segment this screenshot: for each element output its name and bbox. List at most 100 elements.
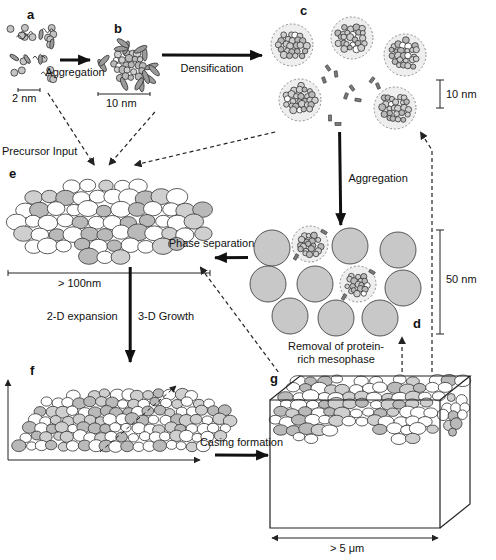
particle-shape xyxy=(389,47,394,52)
particle-shape xyxy=(45,440,56,449)
panel-letter: f xyxy=(30,364,34,378)
particle-shape xyxy=(11,69,18,76)
particle-shape xyxy=(306,251,312,257)
feedback-arrow xyxy=(134,132,275,165)
particle-shape xyxy=(47,202,65,216)
particle-shape xyxy=(450,418,462,430)
particle-shape xyxy=(78,201,99,217)
particle-shape xyxy=(181,397,192,406)
particle-shape xyxy=(380,232,416,268)
particle-shape xyxy=(287,53,293,59)
particle-shape xyxy=(272,298,308,334)
edge-label: Aggregation xyxy=(45,66,104,79)
stage-panel: g xyxy=(268,372,473,532)
casing-box xyxy=(270,376,470,400)
process-arrow xyxy=(340,132,341,225)
particle-shape xyxy=(97,251,113,263)
particle-shape xyxy=(306,233,311,238)
particle-shape xyxy=(144,202,162,216)
particle-shape xyxy=(133,44,148,55)
protein-shape xyxy=(355,98,361,102)
particle-shape xyxy=(67,406,78,415)
panel-letter: c xyxy=(300,4,307,18)
protein-shape xyxy=(321,229,328,235)
scale-bracket xyxy=(98,92,150,96)
particle-shape xyxy=(119,76,129,91)
particle-shape xyxy=(37,238,57,254)
panel-letter: g xyxy=(270,372,278,386)
particle-shape xyxy=(49,39,54,49)
particle-shape xyxy=(250,266,286,302)
particle-shape xyxy=(147,64,160,77)
particle-shape xyxy=(297,42,303,48)
particle-shape xyxy=(133,77,145,92)
protein-shape xyxy=(341,294,347,301)
feedback-arrow xyxy=(109,112,155,165)
particle-shape xyxy=(341,34,347,40)
process-arrow xyxy=(215,256,248,259)
particle-shape xyxy=(138,241,154,254)
particle-shape xyxy=(42,190,58,202)
stage-panel: d xyxy=(248,225,423,337)
particle-shape xyxy=(190,414,202,424)
particle-shape xyxy=(332,228,368,264)
particle-shape xyxy=(356,417,368,426)
particle-shape xyxy=(322,425,338,436)
particle-shape xyxy=(281,32,287,38)
particle-shape xyxy=(405,63,411,69)
particle-shape xyxy=(196,405,208,415)
particle-shape xyxy=(84,397,96,407)
panel-letter: d xyxy=(413,317,421,331)
particle-shape xyxy=(413,56,419,62)
particle-shape xyxy=(347,45,352,50)
protein-shape xyxy=(293,254,299,261)
particle-shape xyxy=(350,409,362,418)
dimension-label: 50 nm xyxy=(446,273,477,286)
particle-shape xyxy=(14,226,34,241)
particle-shape xyxy=(41,397,52,406)
particle-shape xyxy=(387,423,403,434)
particle-shape xyxy=(279,79,321,121)
process-arrow xyxy=(215,453,268,456)
protein-shape xyxy=(369,269,376,275)
particle-shape xyxy=(292,226,328,262)
particle-shape xyxy=(271,24,313,66)
particle-shape xyxy=(358,44,365,51)
particle-shape xyxy=(79,248,100,264)
particle-shape xyxy=(29,34,36,41)
particle-shape xyxy=(166,440,177,449)
particle-shape xyxy=(301,107,306,112)
particle-shape xyxy=(384,34,426,76)
particle-shape xyxy=(307,106,313,112)
particle-shape xyxy=(124,67,130,73)
particle-shape xyxy=(437,409,448,420)
scale-bracket xyxy=(436,80,444,108)
protein-shape xyxy=(325,65,331,72)
edge-label: Phase separation xyxy=(169,237,255,250)
particle-shape xyxy=(299,53,304,58)
particle-shape xyxy=(390,116,396,122)
edge-label: Aggregation xyxy=(349,172,408,185)
particle-shape xyxy=(96,205,111,217)
panel-letter: b xyxy=(114,22,122,36)
particle-layer xyxy=(6,17,471,452)
particle-shape xyxy=(80,179,96,191)
process-arrow xyxy=(60,58,90,61)
particle-shape xyxy=(387,110,392,115)
particle-shape xyxy=(373,424,387,434)
axis-line xyxy=(8,380,9,460)
particle-shape xyxy=(404,99,410,105)
casing-box xyxy=(270,400,440,528)
particle-shape xyxy=(345,284,350,289)
particle-shape xyxy=(385,270,421,306)
process-note: Removal of protein- rich mesophase xyxy=(280,340,392,366)
particle-shape xyxy=(413,47,419,53)
protein-shape xyxy=(349,85,355,92)
dimension-label: 2 nm xyxy=(12,92,36,105)
dimension-label: 10 nm xyxy=(446,88,477,101)
particle-shape xyxy=(121,441,134,452)
dimension-label: 10 nm xyxy=(106,97,137,110)
particle-shape xyxy=(341,46,348,53)
particle-shape xyxy=(447,394,455,402)
